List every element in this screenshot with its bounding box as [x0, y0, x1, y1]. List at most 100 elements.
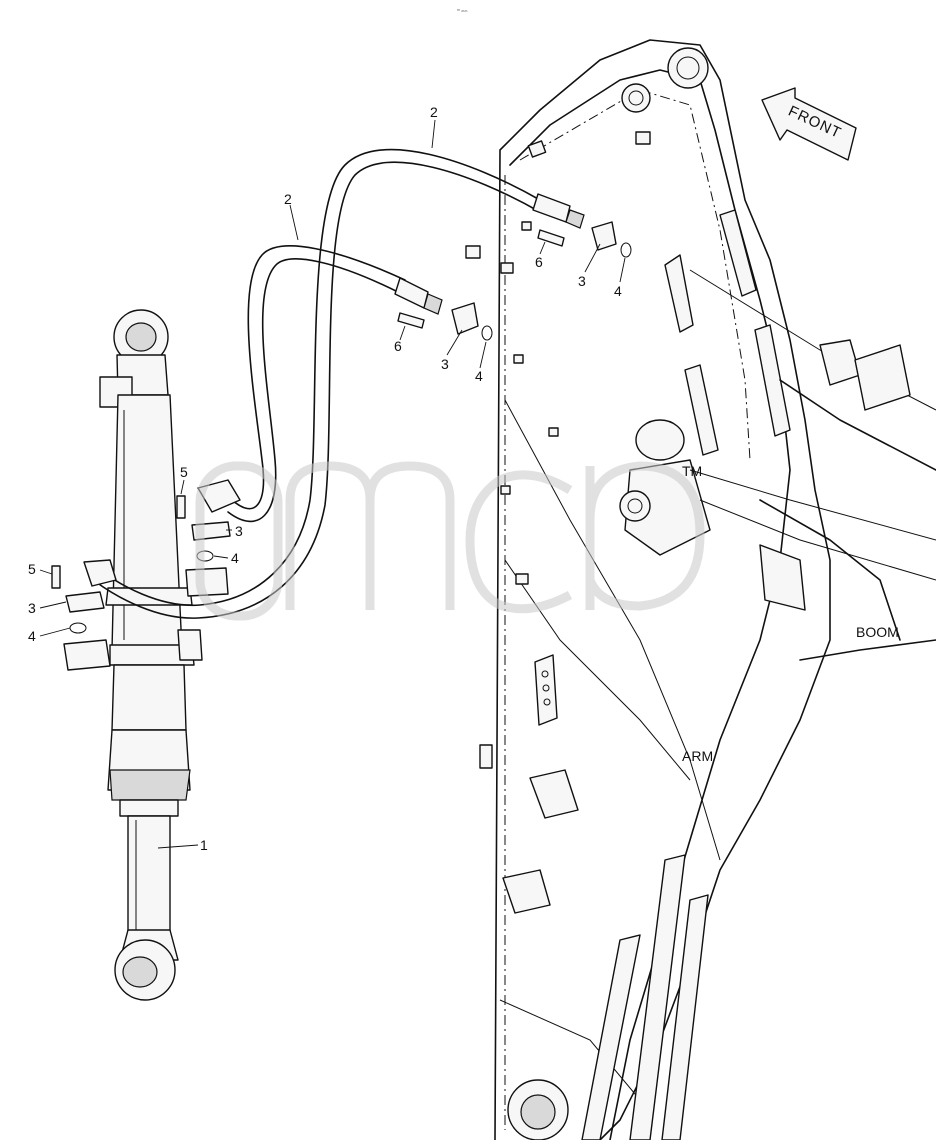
leader-oring-cyl-top: [213, 555, 229, 559]
watermark-letter-4: [585, 461, 705, 611]
arm-stripe-1: [664, 254, 694, 333]
mount-block-cyl-left: [63, 639, 111, 671]
leader-oring-cyl-left: [39, 627, 71, 637]
boom-pin-fitting: [854, 344, 911, 411]
arm-stripe-6: [661, 894, 709, 1140]
bolt-cyl-left: [51, 565, 61, 589]
barrel-clamp-lower: [109, 644, 195, 666]
hydraulic-hoses: [83, 148, 585, 619]
leader-clamp-cyl-left: [39, 601, 67, 609]
cylinder-gland-collar: [119, 799, 179, 817]
leader-hose-lower: [289, 204, 299, 241]
callout-numbers: 1 2 2 3 4 6 3 4 6 5 3 4 5 3 4: [28, 104, 622, 853]
cylinder-head-pin-center: [627, 498, 643, 514]
split-flange-upper-right: [591, 221, 617, 251]
callout-oring-cyl-left: 4: [28, 628, 36, 644]
callout-bolt-upper-right: 6: [535, 254, 543, 270]
arm-stripe-2: [719, 209, 757, 297]
callout-hose-lower: 2: [284, 191, 292, 207]
arm-hidden-line-2: [519, 89, 751, 461]
arm-stripe-5: [629, 854, 686, 1140]
boom-head-boss: [667, 47, 709, 89]
bolt-upper-mid: [397, 312, 425, 329]
mount-hole-3: [543, 698, 551, 706]
watermark-letter-1: [195, 461, 283, 621]
hose-upper-outer: [99, 148, 541, 606]
callout-bolt-cyl-left: 5: [28, 561, 36, 577]
hydraulic-cylinder: [99, 309, 203, 1001]
leader-cylinder: [157, 844, 199, 849]
leader-hose-upper: [431, 119, 436, 149]
oring-upper-mid: [481, 325, 493, 341]
cylinder-head-rod: [689, 469, 936, 581]
callout-hose-upper: 2: [430, 104, 438, 120]
hose-fitting-upper-right: [532, 193, 571, 223]
arm-bottom-pin: [520, 1094, 556, 1130]
mount-plate-three-hole: [534, 654, 558, 726]
boom-outline: [759, 379, 936, 661]
arm-label: ARM: [682, 748, 713, 764]
callout-oring-upper-right: 4: [614, 283, 622, 299]
hose-elbow-cyl-left: [83, 559, 117, 587]
arm-web-line-2: [504, 559, 691, 781]
hose-clip-8: [500, 485, 511, 495]
barrel-clamp-tab: [177, 629, 203, 661]
arm-stripe-4: [684, 364, 719, 456]
mount-hole-2: [542, 684, 550, 692]
hose-nut-upper-mid: [423, 293, 443, 315]
cylinder-head-bracket: [635, 419, 685, 461]
rod-eye-bottom-bore: [122, 956, 158, 988]
mount-hole-1: [541, 670, 549, 678]
front-arrow: FRONT: [761, 87, 857, 161]
bolt-upper-right: [537, 229, 565, 247]
hose-lower-inner: [227, 258, 401, 523]
hose-clip-2: [635, 131, 651, 145]
callout-clamp-upper-right: 3: [578, 273, 586, 289]
cylinder-head-pin: [619, 490, 651, 522]
cylinder-lower-body: [111, 664, 187, 731]
cylinder-barrel: [111, 394, 183, 651]
hose-clip-3: [465, 245, 481, 259]
watermark-letter-3: [465, 470, 573, 614]
hose-clip-9: [515, 573, 529, 585]
boom-head-pin-hole: [676, 56, 700, 80]
split-flange-upper-mid: [451, 302, 479, 335]
hose-elbow-cyl-top: [197, 479, 241, 513]
arm-stripe-7: [581, 934, 641, 1140]
watermark-trademark: TM: [682, 463, 702, 479]
hose-clip-6: [513, 354, 524, 364]
leader-bolt-upper-right: [539, 241, 546, 255]
arm-bottom-line: [499, 999, 641, 1101]
hose-clip-7: [548, 427, 559, 437]
leader-bolt-cyl-top: [180, 479, 185, 495]
cylinder-gland-ring: [109, 769, 191, 801]
hose-clip-1: [527, 140, 547, 158]
rod-eye-top-bore: [125, 322, 157, 352]
watermark-logo: TM: [195, 461, 705, 621]
oring-upper-right: [620, 242, 632, 258]
callout-oring-cyl-top: 4: [231, 550, 239, 566]
cylinder-piston-rod: [127, 815, 171, 937]
callout-cylinder: 1: [200, 837, 208, 853]
leader-oring-upper-mid: [479, 341, 487, 369]
hose-clip-5: [521, 221, 532, 231]
hose-clip-4: [500, 262, 514, 274]
callout-bolt-cyl-top: 5: [180, 464, 188, 480]
hose-nut-upper-right: [565, 209, 585, 229]
bolt-cyl-top: [176, 495, 186, 519]
oring-cyl-left: [69, 622, 87, 634]
leader-bolt-cyl-left: [39, 569, 53, 575]
callout-clamp-cyl-left: 3: [28, 600, 36, 616]
callout-clamp-cyl-top: 3: [235, 523, 243, 539]
mount-plate-lower: [502, 869, 551, 914]
cylinder-head-stopper: [759, 544, 806, 611]
mount-plate-square: [529, 769, 579, 819]
arm-pin-hole: [628, 90, 644, 106]
callout-clamp-upper-mid: 3: [441, 356, 449, 372]
leader-oring-upper-right: [619, 257, 626, 283]
boom-pin-block: [819, 339, 861, 386]
arm-structure: [465, 39, 936, 1140]
mount-plate-small: [479, 744, 493, 769]
callout-leaders: [39, 119, 626, 849]
